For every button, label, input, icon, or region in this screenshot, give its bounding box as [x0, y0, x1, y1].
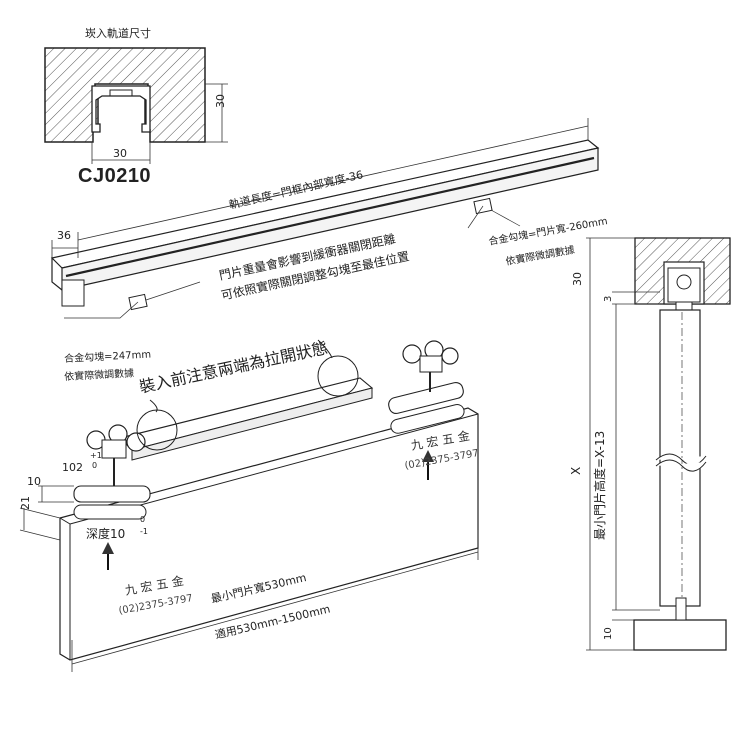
dim-10-left: 10 [27, 475, 41, 488]
embed-dim-width: 30 [113, 147, 127, 160]
depth-label: 深度10 [86, 527, 126, 541]
side-dim-x: X [569, 466, 583, 475]
depth-tol-minus: -1 [140, 527, 148, 536]
side-dim-30: 30 [571, 272, 584, 286]
embed-dim-height: 30 [214, 94, 227, 108]
rail-offset-label: 36 [57, 229, 71, 242]
model-number: CJ0210 [78, 165, 152, 187]
side-dim-10: 10 [603, 627, 614, 640]
side-dim-3: 3 [603, 295, 614, 302]
dim-21: 21 [19, 496, 32, 510]
embed-section-title: 崁入軌道尺寸 [85, 27, 151, 40]
dim-102: 102 [62, 461, 83, 474]
embed-section-figure [44, 47, 228, 164]
depth-tol-plus: 0 [140, 515, 146, 524]
dim-102-tol-minus: 0 [92, 461, 98, 470]
side-view-figure [586, 237, 731, 651]
dim-102-tol-plus: +1 [90, 451, 102, 460]
rail-figure [50, 118, 600, 319]
min-door-height: 最小門片高度=X-13 [593, 430, 607, 540]
assembly-figure [19, 339, 479, 672]
